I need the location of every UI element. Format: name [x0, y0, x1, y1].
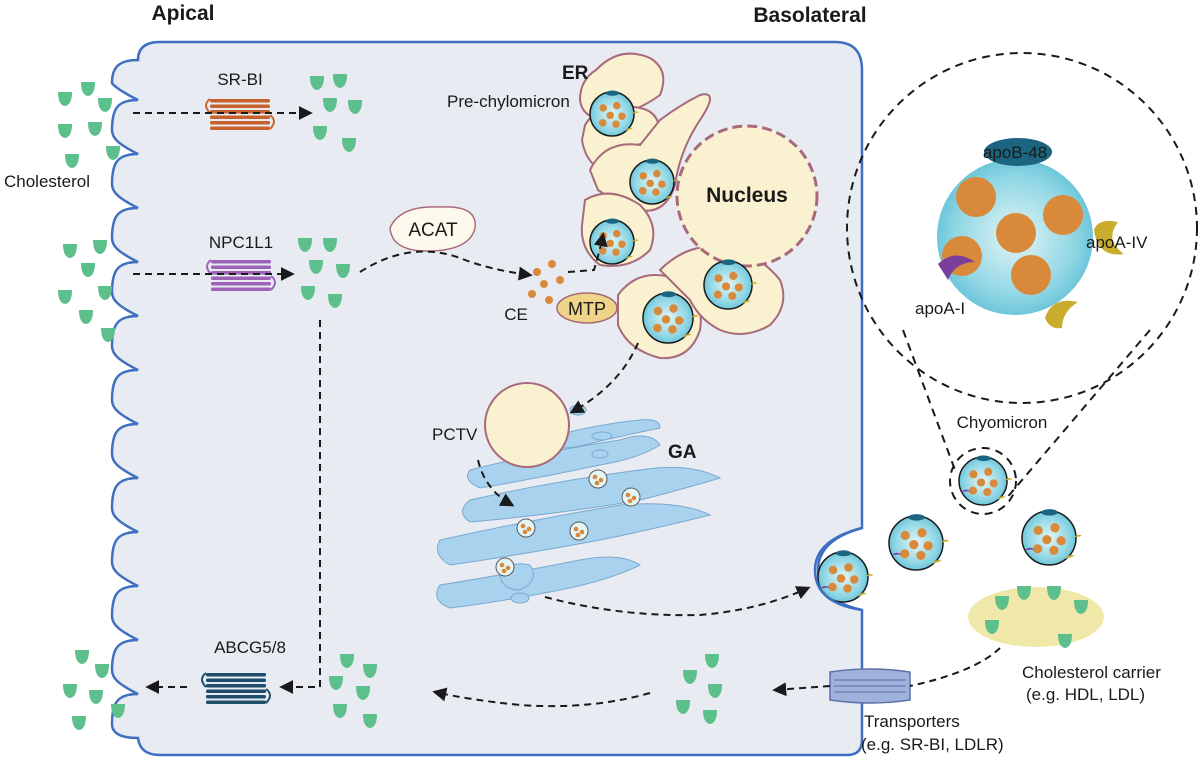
cholesterol-carrier	[968, 587, 1104, 647]
nucleus-label: Nucleus	[706, 184, 788, 207]
apob48-label: apoB-48	[983, 143, 1047, 162]
chylomicron-small-3	[1021, 509, 1082, 566]
pctv-label: PCTV	[432, 425, 478, 444]
carrier-label: Cholesterol carrier	[1022, 663, 1161, 682]
inset-chylomicron	[937, 138, 1124, 329]
abcg-transporter	[201, 672, 271, 704]
apoa1-shape	[938, 255, 975, 280]
er-label: ER	[562, 63, 589, 84]
golgi-vesicle-3	[516, 518, 536, 538]
acat-label: ACAT	[408, 220, 458, 241]
cholesterol-apical-3	[58, 240, 115, 342]
ga-label: GA	[668, 442, 697, 463]
acat-enzyme: ACAT	[389, 206, 476, 252]
apoa4-label: apoA-IV	[1086, 233, 1148, 252]
apical-label: Apical	[151, 2, 214, 25]
basolateral-transporter	[829, 668, 911, 704]
mtp-protein: MTP	[556, 292, 618, 324]
golgi-vesicle-2	[621, 487, 641, 507]
pre-chylomicron-3	[589, 218, 639, 265]
apoa4-shape-2	[1045, 300, 1078, 329]
transporters-example-label: (e.g. SR-BI, LDLR)	[861, 735, 1004, 754]
labels: Apical Basolateral Cholesterol SR-BI NPC…	[4, 2, 1161, 754]
chylomicron-label: Chyomicron	[957, 413, 1048, 432]
chylomicron-small-2	[888, 514, 949, 571]
cholesterol-apical-1	[58, 82, 120, 168]
golgi-vesicle-1	[588, 469, 608, 489]
pre-chylomicron-1	[589, 90, 639, 137]
ce-droplets	[528, 260, 564, 304]
pre-chylomicron-4	[703, 259, 758, 310]
apob48-cap	[984, 138, 1052, 166]
chylomicron-particles	[817, 138, 1124, 603]
apoa4-shape	[1094, 221, 1124, 255]
abcg-label: ABCG5/8	[214, 638, 286, 657]
flow-arrows	[133, 106, 1001, 708]
chylomicron-exiting	[817, 550, 874, 603]
pctv-vesicle	[484, 382, 570, 468]
chylomicron-inset	[846, 52, 1198, 515]
enterocyte-cell	[110, 40, 864, 757]
golgi-vesicle-5	[495, 557, 515, 577]
pre-chylomicron-5	[642, 291, 699, 344]
ce-label: CE	[504, 305, 528, 324]
srbi-transporter	[205, 98, 275, 130]
cholesterol-label: Cholesterol	[4, 172, 90, 191]
golgi-vesicles	[495, 469, 641, 577]
npc1l1-label: NPC1L1	[209, 233, 273, 252]
exocytosis-pocket	[813, 526, 863, 612]
transporters-label: Transporters	[864, 712, 960, 731]
chylomicron-small-1	[958, 455, 1013, 506]
basolateral-label: Basolateral	[753, 4, 866, 27]
pre-chylomicron-2	[629, 158, 679, 205]
apoa1-label: apoA-I	[915, 299, 965, 318]
srbi-label: SR-BI	[217, 70, 262, 89]
carrier-example-label: (e.g. HDL, LDL)	[1026, 685, 1145, 704]
nucleus: Nucleus	[675, 124, 819, 268]
golgi-vesicle-4	[569, 521, 589, 541]
mtp-label: MTP	[568, 299, 606, 319]
pre-chylomicron-label: Pre-chylomicron	[447, 92, 570, 111]
